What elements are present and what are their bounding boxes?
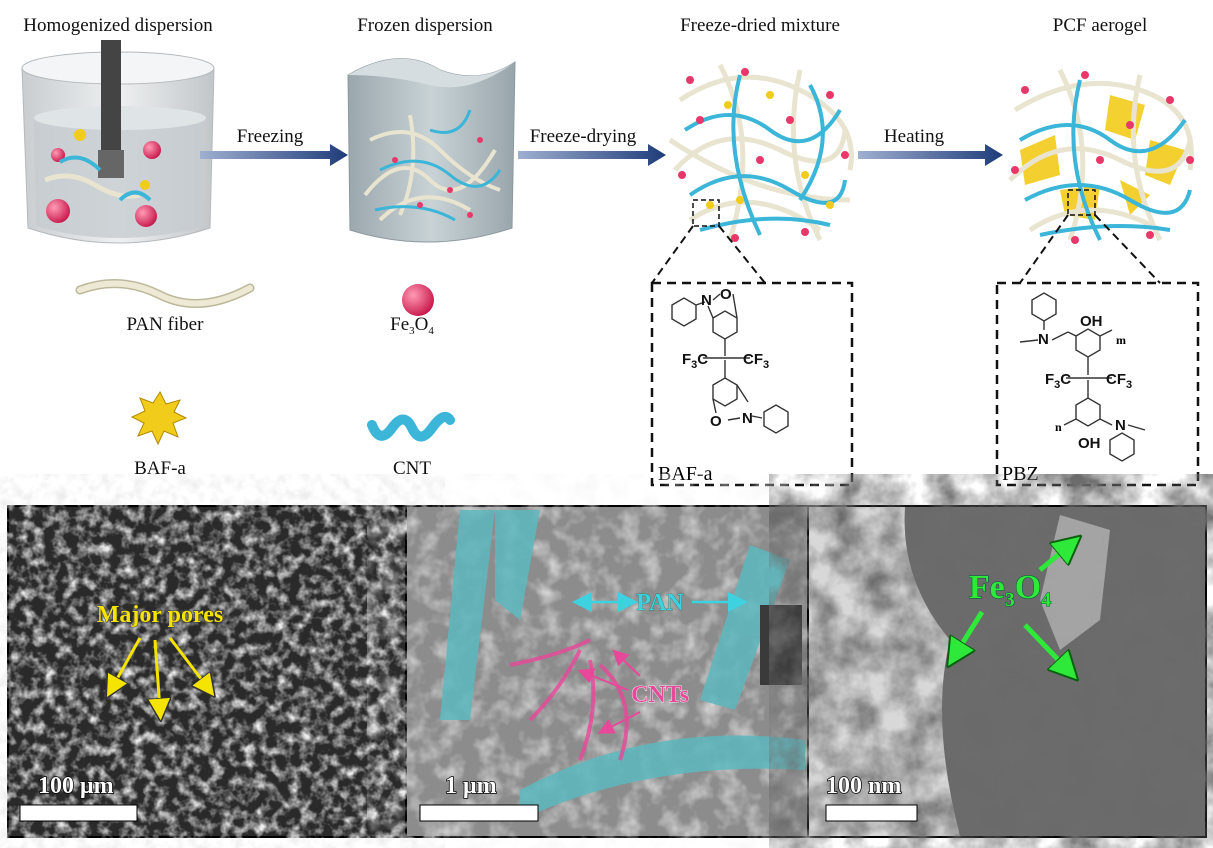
baf-a-structure-box: N O F3C CF3 O N BAF-a (650, 281, 854, 487)
annotation-cnts: CNTs (631, 682, 689, 708)
hydroxyl-group: OH (1078, 435, 1101, 452)
arrow-freezing: Freezing (200, 126, 348, 166)
arrow-label-heating: Heating (884, 126, 945, 147)
scale-bar (825, 804, 918, 822)
step-title-pcf-aerogel: PCF aerogel (1053, 15, 1147, 36)
beaker-homogenized-dispersion (21, 40, 215, 244)
baf-a-star-icon (130, 390, 188, 446)
repeat-index-m: m (1116, 333, 1126, 347)
atom-o: O (710, 413, 722, 430)
legend: PAN fiber Fe3O4 BAF-a CNT (75, 279, 455, 479)
f3c-group: F3C (682, 351, 708, 371)
atom-n: N (1038, 331, 1049, 348)
step-title-frozen: Frozen dispersion (357, 15, 493, 36)
legend-label-fe3o4: Fe3O4 (390, 314, 434, 337)
structure-label-pbz: PBZ (1002, 463, 1039, 485)
f3c-group: F3C (1045, 371, 1071, 391)
fe3o4-sphere-icon (402, 284, 434, 316)
annotation-pan: PAN (636, 590, 684, 616)
annotation-fe3o4: Fe3O4 (969, 569, 1051, 611)
legend-label-pan-fiber: PAN fiber (127, 314, 205, 335)
step-title-freeze-dried: Freeze-dried mixture (680, 15, 840, 36)
arrow-heating: Heating (858, 126, 1003, 166)
atom-o: O (720, 286, 732, 303)
hydroxyl-group: OH (1080, 313, 1103, 330)
cf3-group: CF3 (1106, 371, 1132, 391)
pcf-aerogel-network (1008, 68, 1194, 244)
scale-bar (19, 804, 138, 822)
cf3-group: CF3 (743, 351, 769, 371)
cnt-icon (367, 411, 455, 442)
micrograph-panel: Major pores 100 μm PAN CNTs 1 μm (7, 505, 1207, 838)
scale-bar (419, 804, 539, 822)
scale-label-100um: 100 μm (38, 773, 114, 799)
zoom-guide-lines (651, 214, 1161, 284)
beaker-frozen-dispersion (347, 58, 516, 243)
arrow-freeze-drying: Freeze-drying (518, 126, 666, 166)
atom-n: N (1115, 417, 1126, 434)
pbz-structure-box: N OH m F3C CF3 n N OH PBZ (995, 281, 1200, 487)
structure-label-baf-a: BAF-a (658, 463, 713, 485)
scale-label-100nm: 100 nm (826, 773, 901, 799)
arrow-label-freezing: Freezing (237, 126, 304, 147)
freeze-dried-mixture-network (668, 63, 854, 242)
atom-n: N (701, 292, 712, 309)
legend-label-baf-a: BAF-a (134, 458, 186, 479)
repeat-index-n: n (1055, 420, 1062, 434)
legend-label-cnt: CNT (393, 458, 431, 479)
step-title-homogenized: Homogenized dispersion (23, 15, 213, 36)
annotation-major-pores: Major pores (97, 602, 223, 628)
sem-image-low-mag: Major pores 100 μm (9, 507, 405, 836)
tem-image: Fe3O4 100 nm (809, 507, 1205, 836)
atom-n: N (742, 410, 753, 427)
sem-image-high-mag: PAN CNTs 1 μm (407, 507, 807, 836)
arrow-label-freeze-drying: Freeze-drying (530, 126, 637, 147)
scale-label-1um: 1 μm (445, 773, 497, 799)
